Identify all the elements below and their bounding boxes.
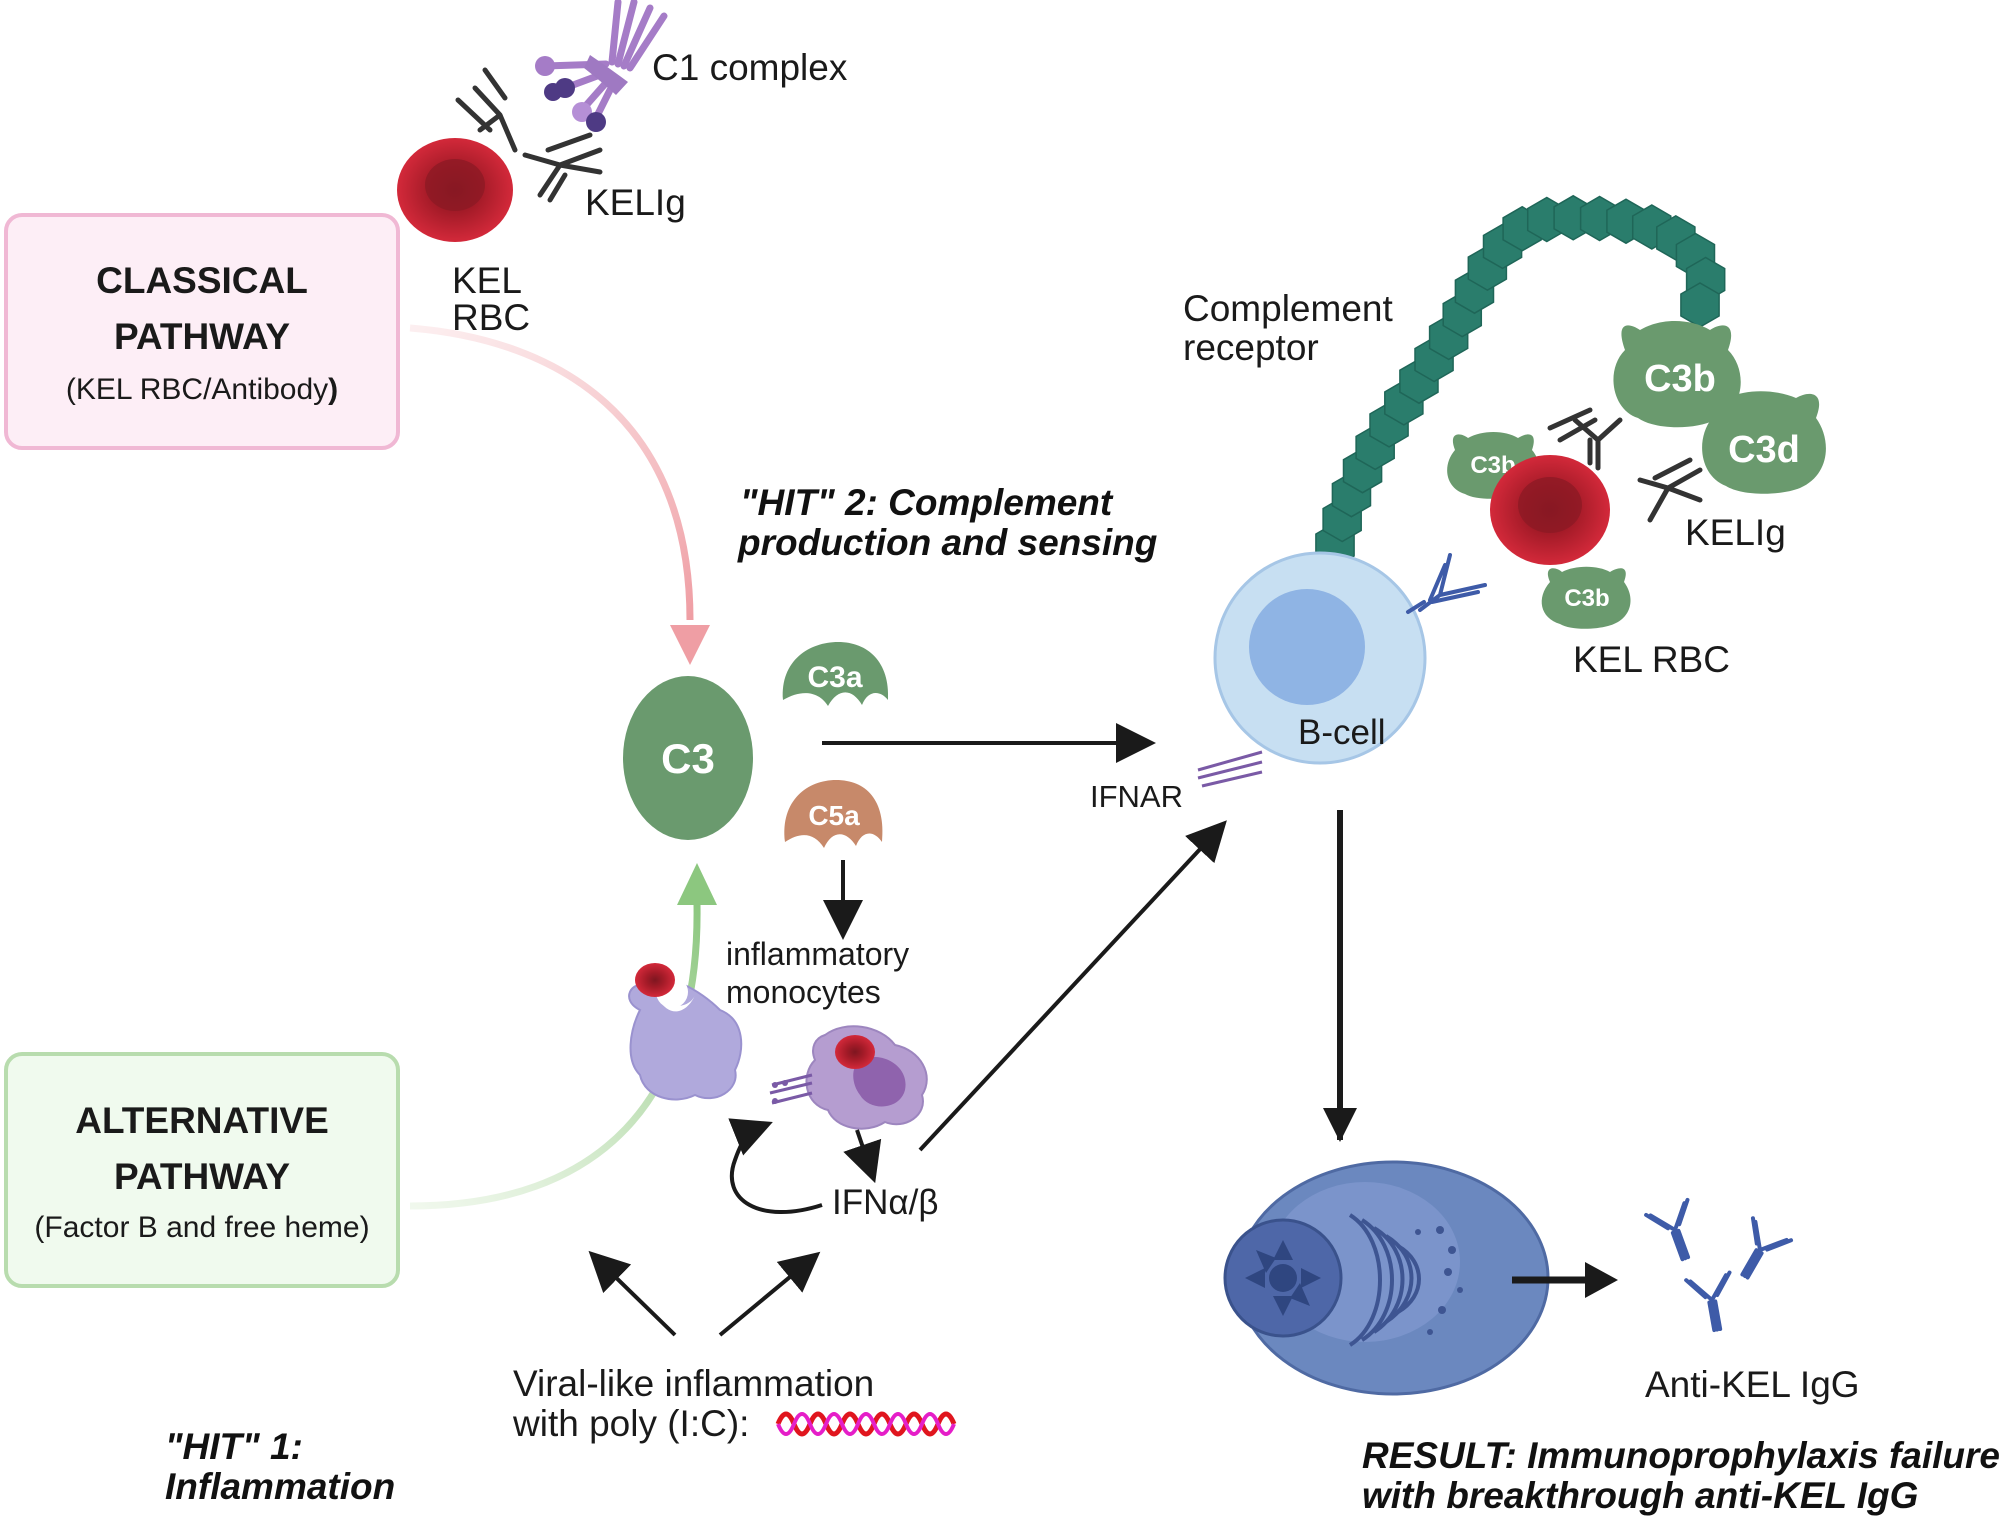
ifn-label: IFNα/β [832, 1183, 938, 1222]
c1-complex-label: C1 complex [652, 47, 848, 88]
c3d-label: C3d [1728, 429, 1800, 471]
igg-antibody-2 [1740, 1216, 1794, 1280]
viral-label-2: with poly (I:C): [512, 1403, 749, 1444]
inflammatory-monocyte-icon [769, 1025, 928, 1130]
classical-pathway-box: CLASSICAL PATHWAY (KEL RBC/Antibody) [4, 213, 400, 450]
alternative-arrowhead [677, 863, 717, 905]
c3-node: C3 [623, 676, 753, 840]
classical-arrow [409, 324, 694, 621]
right-antibody-icons [1547, 407, 1703, 523]
poly-ic-icon [775, 1411, 957, 1437]
c1-complex-icon [535, 0, 668, 132]
anti-kel-igg-label: Anti-KEL IgG [1645, 1364, 1860, 1405]
top-kelig-label: KELIg [585, 182, 686, 223]
right-kelig-label: KELIg [1685, 512, 1786, 553]
top-kel-label: KEL [452, 260, 522, 301]
ifn-to-bcell-arrow [918, 820, 1227, 1152]
top-antibody-icons [455, 67, 603, 203]
hit1-title-2: Inflammation [165, 1466, 395, 1507]
classical-subtitle: (KEL RBC/Antibody) [66, 373, 338, 406]
bcr-antibody-icon [1406, 553, 1487, 614]
result-line-2: with breakthrough anti-KEL IgG [1362, 1475, 1918, 1516]
bcell-icon [1213, 551, 1427, 765]
c3a-fragment: C3a [782, 642, 889, 706]
classical-title-2: PATHWAY [114, 316, 290, 357]
c3-label: C3 [661, 735, 715, 782]
alternative-subtitle: (Factor B and free heme) [34, 1211, 369, 1244]
monocytes-label-1: inflammatory [726, 936, 909, 972]
right-kel-rbc-icon [1490, 455, 1610, 565]
igg-antibody-3 [1684, 1270, 1732, 1333]
hit2-title-1: "HIT" 2: Complement [740, 482, 1114, 523]
alternative-title-1: ALTERNATIVE [75, 1100, 329, 1141]
viral-label-1: Viral-like inflammation [513, 1363, 874, 1404]
igg-antibody-1 [1644, 1197, 1691, 1262]
c3a-label: C3a [807, 661, 862, 694]
monocyte-to-ifn-arrow [843, 1129, 882, 1184]
bcell-to-plasma-arrowhead [1323, 1108, 1357, 1142]
plasma-to-igg-arrowhead [1585, 1262, 1618, 1298]
bcell-label: B-cell [1298, 713, 1386, 752]
alternative-pathway-box: ALTERNATIVE PATHWAY (Factor B and free h… [4, 1052, 400, 1288]
c3b-small-bottom: C3b [1541, 566, 1631, 629]
hit2-title-2: production and sensing [737, 522, 1157, 563]
viral-to-monocyte-arrow [718, 1251, 821, 1337]
top-rbc-label: RBC [452, 297, 530, 338]
c5a-fragment: C5a [784, 780, 883, 848]
right-kel-rbc-label: KEL RBC [1573, 639, 1730, 680]
alternative-title-2: PATHWAY [114, 1156, 290, 1197]
monocytes-label-2: monocytes [726, 974, 881, 1010]
c5a-label: C5a [808, 800, 860, 831]
c3b-large-label: C3b [1644, 358, 1716, 400]
ifnar-label: IFNAR [1090, 779, 1183, 814]
c3d-fragment: C3d [1702, 391, 1826, 494]
hit1-title-1: "HIT" 1: [165, 1426, 303, 1467]
top-kel-rbc-icon [397, 138, 513, 242]
classical-arrowhead [670, 625, 710, 665]
receptor-label-1: Complement [1183, 288, 1393, 329]
c3b-small-bottom-label: C3b [1564, 585, 1609, 612]
result-line-1: RESULT: Immunoprophylaxis failure [1362, 1435, 2000, 1476]
ifn-autocrine-arrow [728, 1118, 823, 1215]
viral-to-phagocyte-arrow [588, 1250, 677, 1337]
ifnar-receptor-icon [1197, 750, 1263, 788]
receptor-label-2: receptor [1183, 327, 1319, 368]
classical-title-1: CLASSICAL [96, 260, 308, 301]
alternative-arrow [409, 904, 701, 1210]
phagocyte-icon [628, 963, 743, 1101]
plasma-cell-icon [1223, 1160, 1550, 1396]
